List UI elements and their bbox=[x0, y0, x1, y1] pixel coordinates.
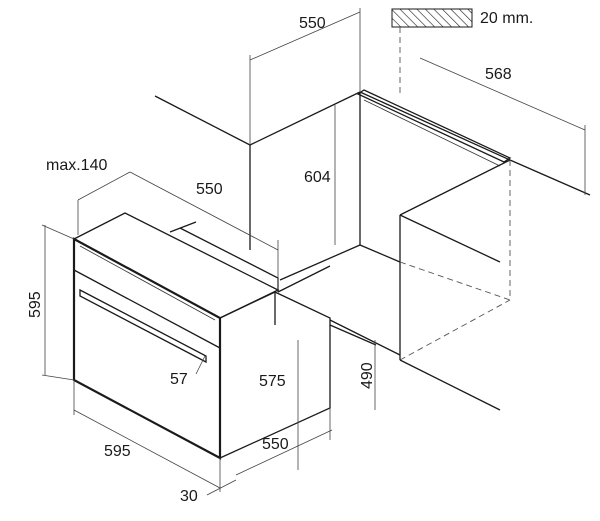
dim-label-550-wall: 550 bbox=[299, 15, 326, 32]
hatch-legend-label: 20 mm. bbox=[480, 10, 533, 27]
dim-label-604: 604 bbox=[304, 169, 331, 186]
dim-label-490: 490 bbox=[359, 362, 376, 389]
dimension-lines bbox=[41, 8, 586, 496]
dim-label-max140: max.140 bbox=[46, 157, 107, 174]
dim-label-568: 568 bbox=[485, 66, 512, 83]
dim-label-550-oven: 550 bbox=[196, 181, 223, 198]
dim-label-30: 30 bbox=[180, 488, 198, 505]
dim-label-595-height: 595 bbox=[27, 291, 44, 318]
hatch-legend-swatch bbox=[391, 8, 473, 28]
oven-handle bbox=[79, 288, 207, 364]
dim-label-550-cabinet: 550 bbox=[262, 436, 289, 453]
dim-label-57: 57 bbox=[170, 371, 188, 388]
oven-body bbox=[72, 212, 331, 460]
wall-niche bbox=[154, 89, 591, 411]
dim-label-595-width: 595 bbox=[104, 443, 131, 460]
dim-label-575: 575 bbox=[259, 373, 286, 390]
